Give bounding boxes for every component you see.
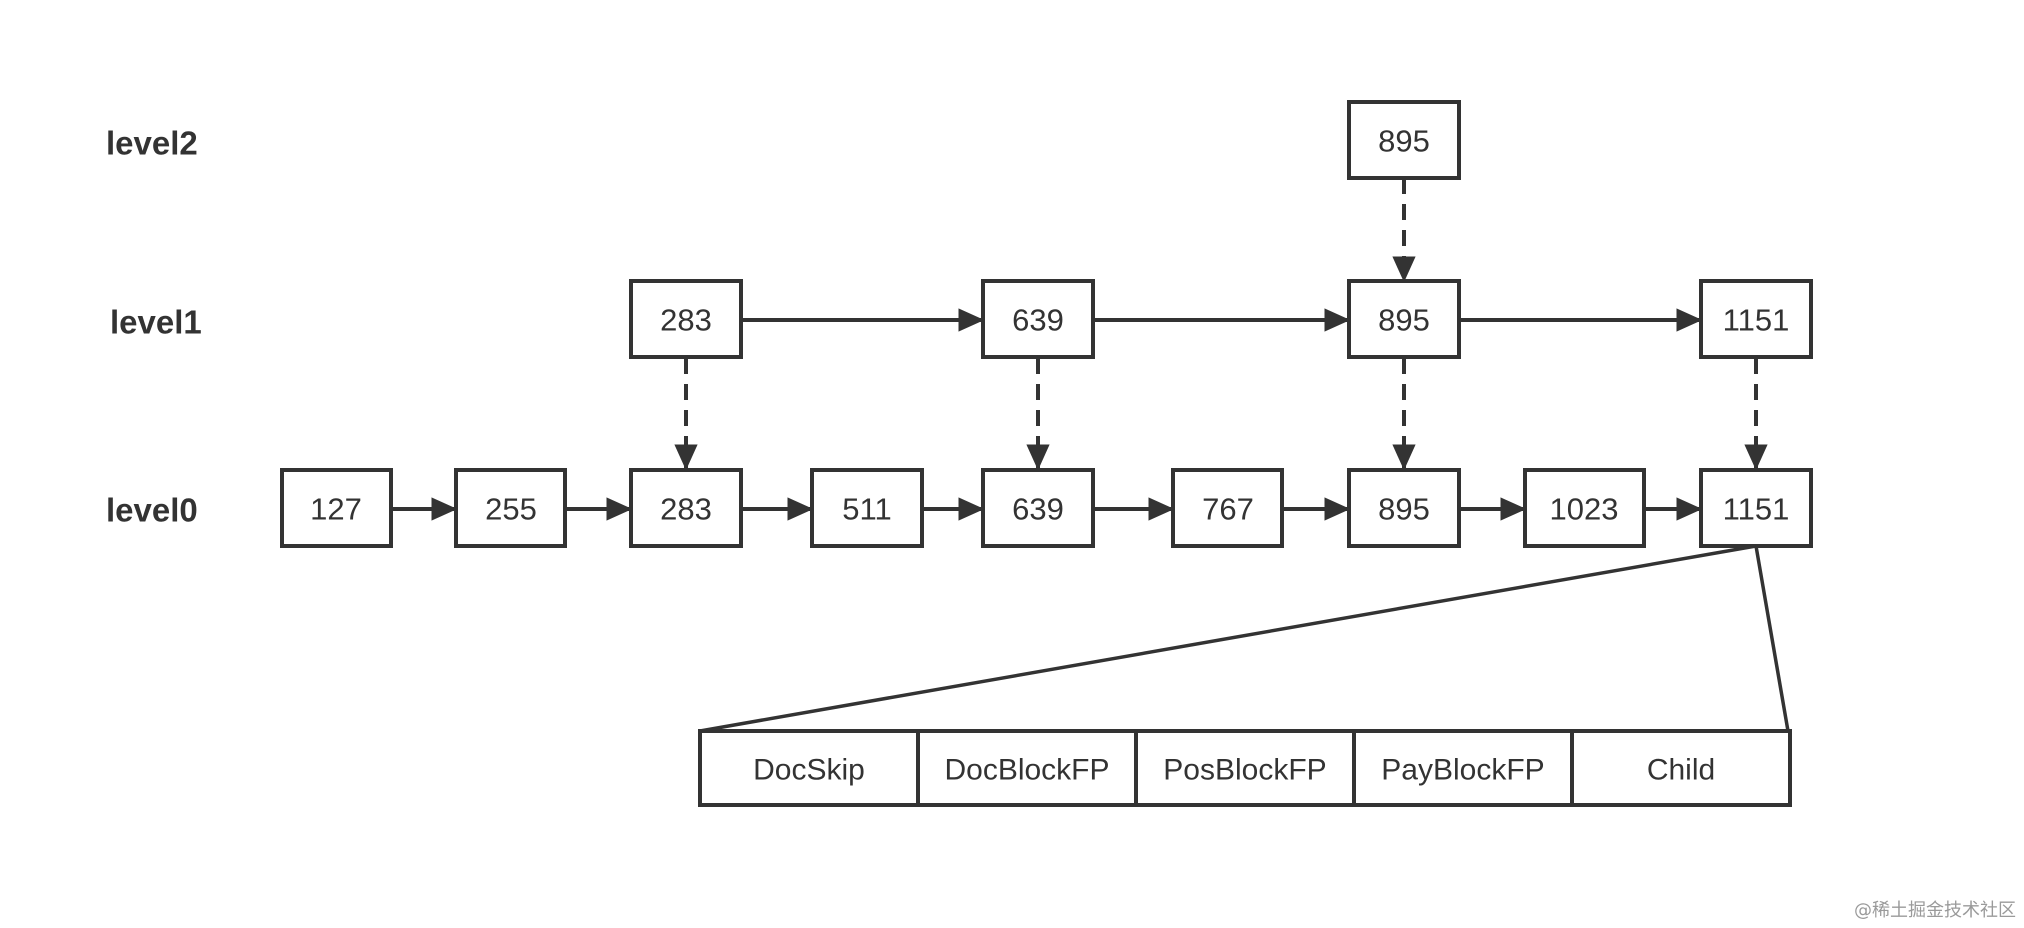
entry-field-posblockfp: PosBlockFP — [1134, 729, 1356, 807]
node-value: 255 — [485, 492, 537, 527]
node-value: 895 — [1378, 492, 1430, 527]
node-value: 639 — [1012, 492, 1064, 527]
node-level0-283: 283 — [629, 468, 743, 548]
entry-field-docskip: DocSkip — [698, 729, 920, 807]
entry-field-child: Child — [1570, 729, 1792, 807]
node-level0-511: 511 — [810, 468, 924, 548]
entry-field-payblockfp: PayBlockFP — [1352, 729, 1574, 807]
watermark-text: @稀土掘金技术社区 — [1854, 900, 2016, 921]
skip-entry-record: DocSkip DocBlockFP PosBlockFP PayBlockFP… — [698, 729, 1792, 807]
node-level0-639: 639 — [981, 468, 1095, 548]
node-value: 895 — [1378, 303, 1430, 338]
node-value: 283 — [660, 492, 712, 527]
node-value: 767 — [1202, 492, 1254, 527]
level0-nodes: 127 255 283 511 639 767 895 1023 — [280, 468, 1813, 548]
node-level0-895: 895 — [1347, 468, 1461, 548]
entry-field-label: DocBlockFP — [944, 754, 1109, 787]
node-level1-639: 639 — [981, 279, 1095, 359]
fan-right-edge — [1754, 545, 1790, 732]
node-level1-283: 283 — [629, 279, 743, 359]
level-label-2: level2 — [106, 125, 198, 162]
entry-field-label: Child — [1647, 754, 1715, 787]
fan-left-edge — [699, 544, 1757, 733]
level1-nodes: 283 639 895 1151 — [629, 279, 1813, 359]
node-level2-895: 895 — [1347, 100, 1461, 180]
node-level0-767: 767 — [1171, 468, 1284, 548]
node-level0-255: 255 — [454, 468, 567, 548]
node-value: 511 — [842, 492, 891, 527]
node-value: 1151 — [1723, 303, 1790, 338]
expansion-fan — [699, 544, 1790, 733]
node-level0-1151: 1151 — [1699, 468, 1813, 548]
down-links — [674, 178, 1768, 471]
entry-field-label: DocSkip — [753, 754, 865, 787]
entry-field-label: PosBlockFP — [1163, 754, 1326, 787]
node-level0-1023: 1023 — [1523, 468, 1646, 548]
node-level0-127: 127 — [280, 468, 393, 548]
level-label-1: level1 — [110, 304, 202, 341]
node-value: 1023 — [1550, 492, 1619, 527]
node-level1-895: 895 — [1347, 279, 1461, 359]
node-level1-1151: 1151 — [1699, 279, 1813, 359]
node-value: 1151 — [1723, 492, 1790, 527]
node-value: 127 — [310, 492, 362, 527]
level-label-0: level0 — [106, 492, 198, 529]
entry-field-label: PayBlockFP — [1381, 754, 1544, 787]
entry-field-docblockfp: DocBlockFP — [916, 729, 1138, 807]
node-value: 283 — [660, 303, 712, 338]
node-value: 639 — [1012, 303, 1064, 338]
node-value: 895 — [1378, 124, 1430, 159]
